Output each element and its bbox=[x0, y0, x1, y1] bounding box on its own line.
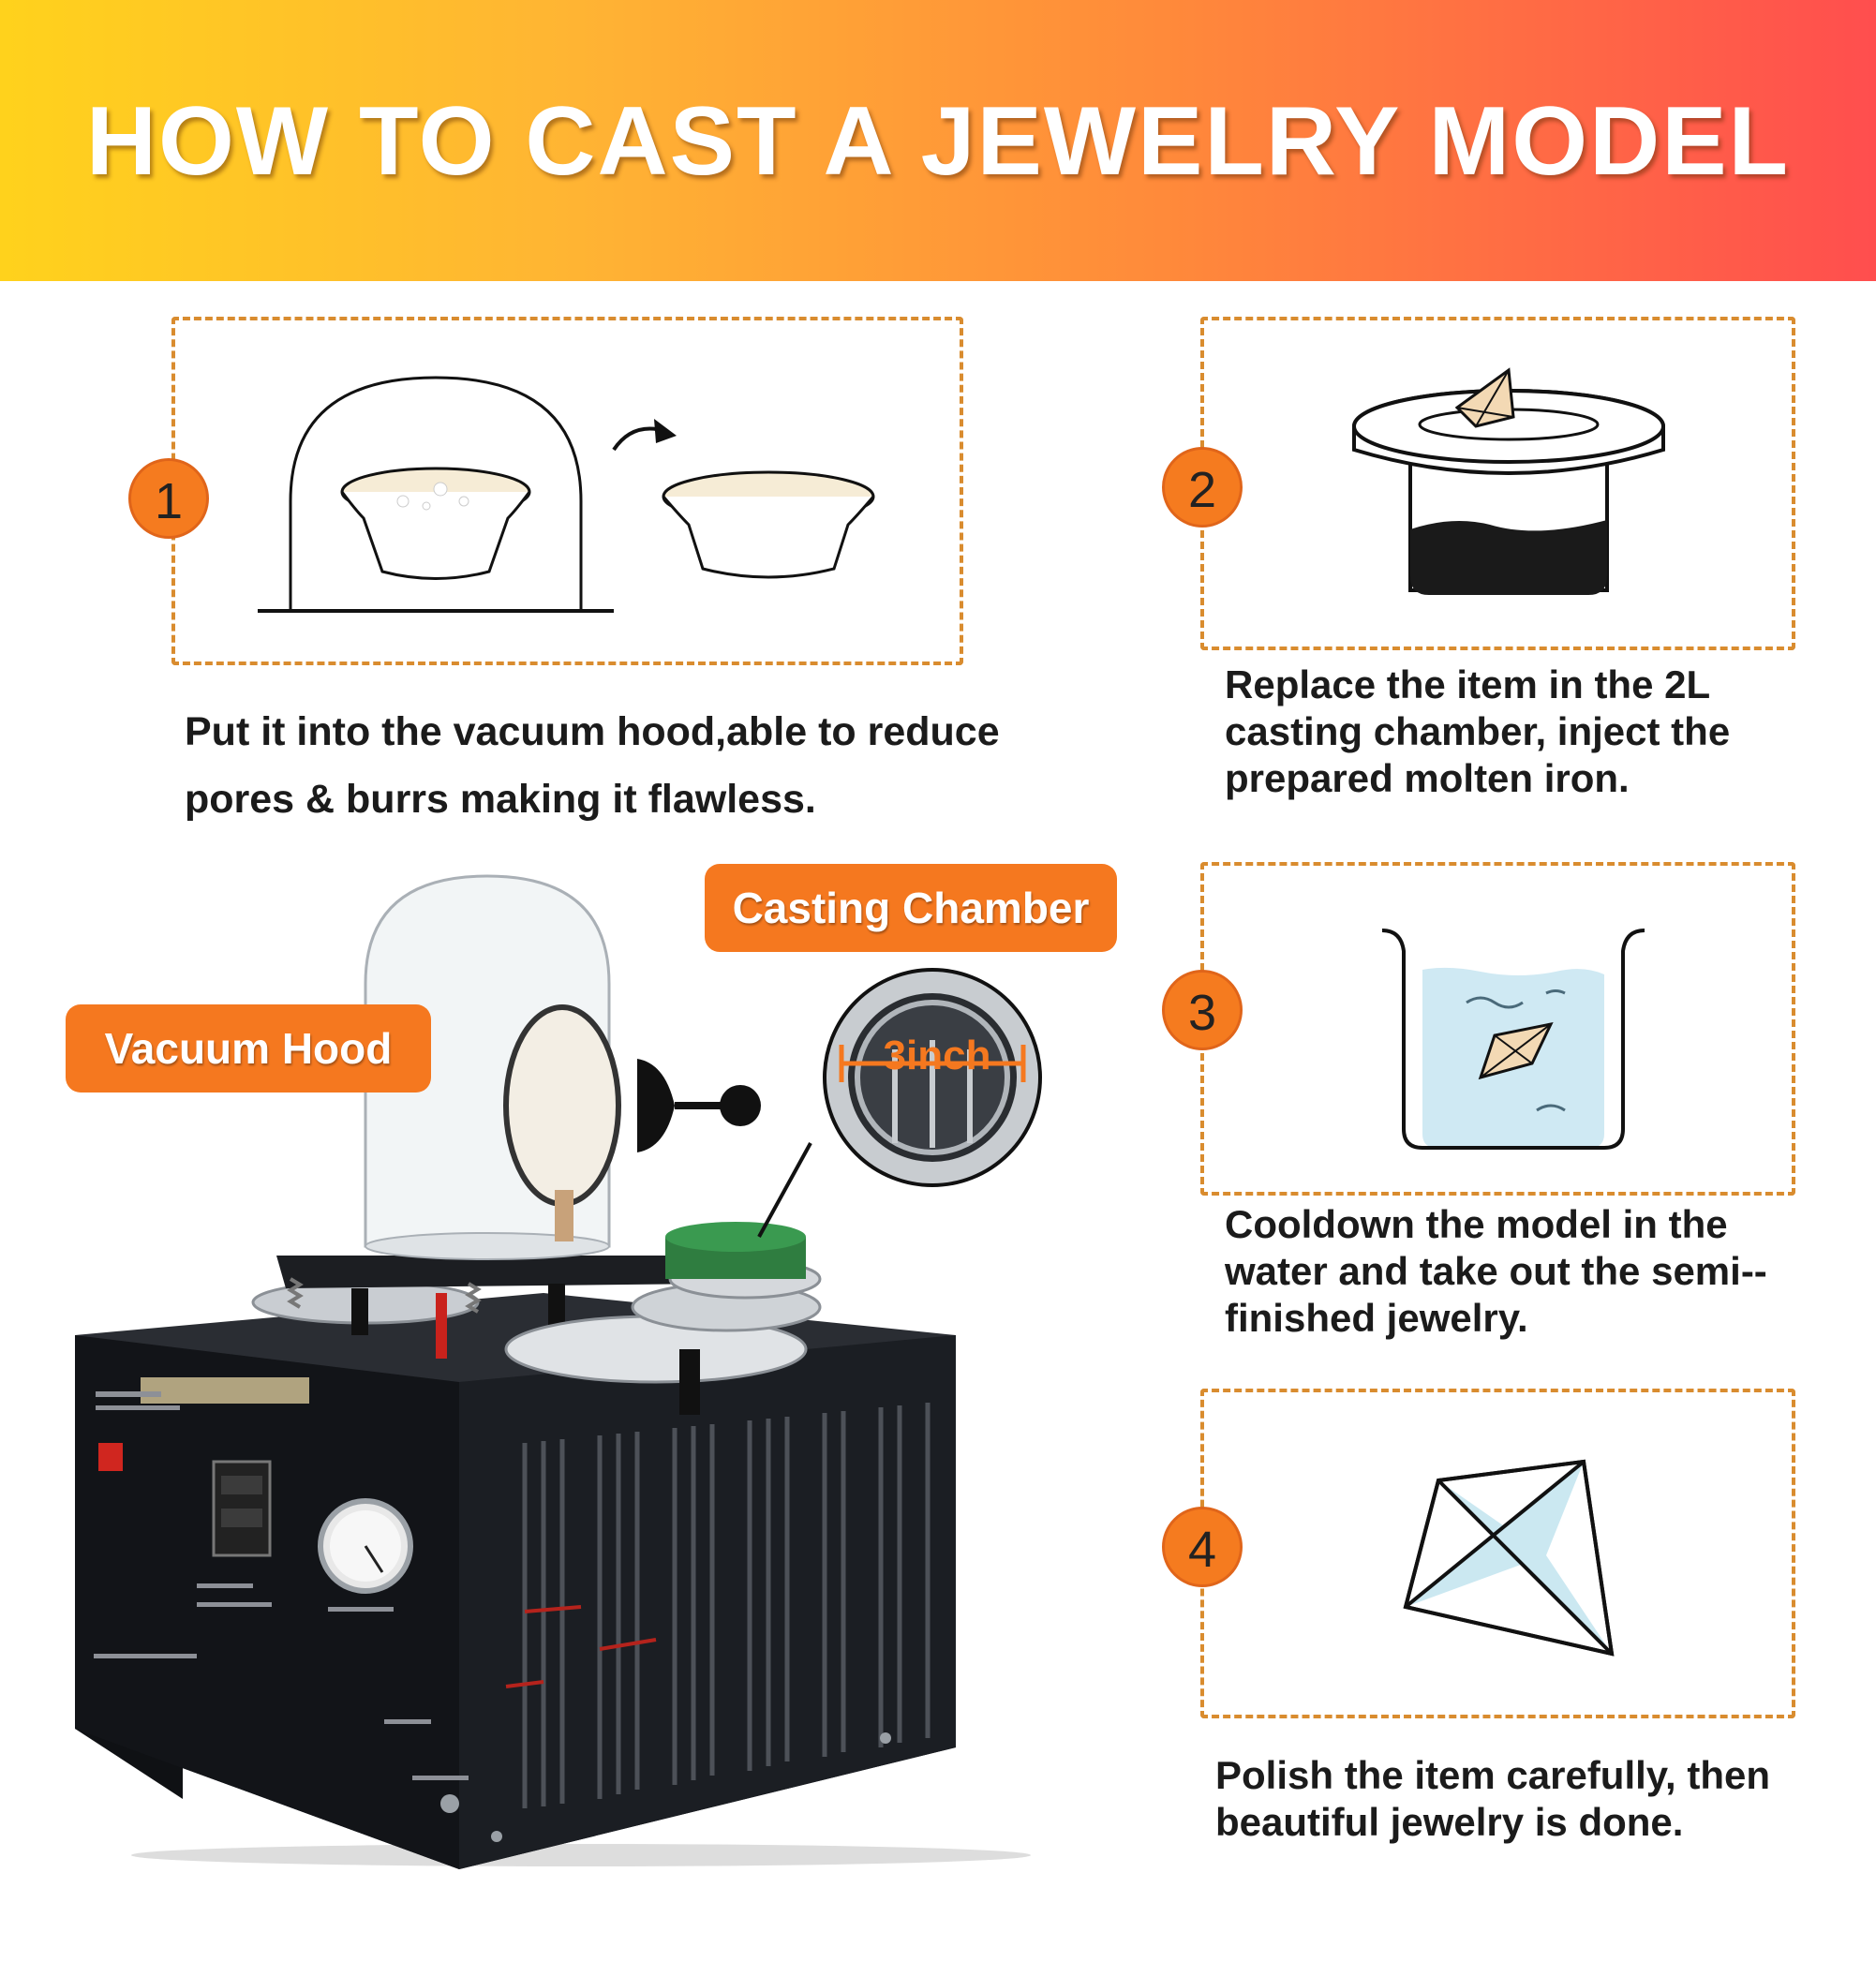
step-2-caption: Replace the item in the 2L casting chamb… bbox=[1225, 662, 1731, 800]
casting-chamber-icon bbox=[1352, 389, 1665, 595]
casting-chamber-lid bbox=[504, 1222, 822, 1415]
vacuum-dome-icon bbox=[289, 376, 583, 609]
bowl-outside-icon bbox=[662, 470, 875, 579]
step-3-caption: Cooldown the model in the water and take… bbox=[1225, 1202, 1767, 1340]
step-4-illustration bbox=[1403, 1459, 1615, 1657]
power-switch-icon bbox=[98, 1443, 123, 1471]
pressure-gauge-icon bbox=[318, 1498, 413, 1594]
step-3-number: 3 bbox=[1162, 970, 1243, 1050]
step-2-number: 2 bbox=[1162, 447, 1243, 528]
vacuum-hood-label: Vacuum Hood bbox=[66, 1004, 431, 1092]
bowl-in-dome-icon bbox=[340, 467, 531, 580]
casting-machine-photo bbox=[75, 874, 1042, 1869]
page-title: HOW TO CAST A JEWELRY MODEL bbox=[85, 87, 1791, 196]
polished-diamond-icon bbox=[1403, 1459, 1615, 1657]
title-banner: HOW TO CAST A JEWELRY MODEL bbox=[0, 0, 1876, 281]
chamber-size-label: 3inch bbox=[883, 1033, 991, 1078]
step-1-illustration bbox=[258, 376, 875, 613]
step-1-number: 1 bbox=[128, 458, 209, 539]
vacuum-hood-dome bbox=[364, 874, 761, 1260]
step-3-illustration bbox=[1381, 929, 1645, 1150]
gem-model-icon bbox=[1454, 367, 1515, 428]
step-1-caption: Put it into the vacuum hood,able to redu… bbox=[185, 709, 1000, 822]
gem-model-icon bbox=[1478, 1021, 1554, 1080]
casting-chamber-label: Casting Chamber bbox=[705, 864, 1117, 952]
step-4-number: 4 bbox=[1162, 1507, 1243, 1587]
step-4-caption: Polish the item carefully, then beautifu… bbox=[1215, 1753, 1771, 1844]
chamber-callout bbox=[757, 968, 1042, 1238]
step-2-illustration bbox=[1352, 367, 1665, 595]
machine-body bbox=[75, 1293, 956, 1869]
